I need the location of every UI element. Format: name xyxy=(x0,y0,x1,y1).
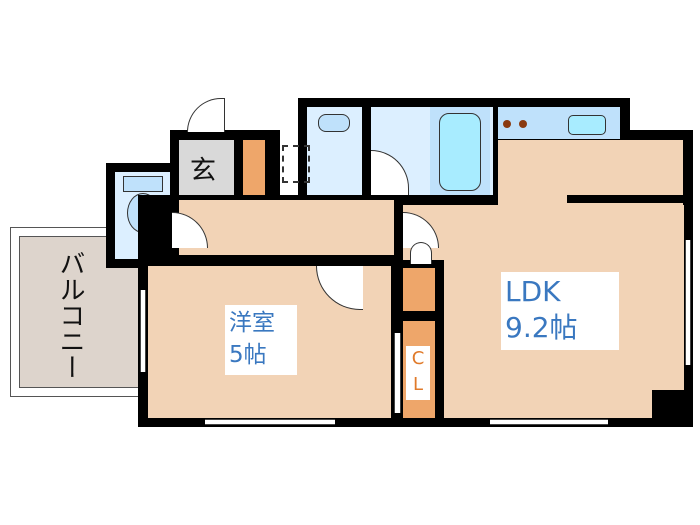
shoe-storage xyxy=(243,140,265,195)
western-room-size: 5帖 xyxy=(229,342,267,368)
western-room-window-left[interactable] xyxy=(140,290,146,372)
ldk-name: LDK xyxy=(505,275,561,308)
balcony-label: バルコニー xyxy=(55,250,85,380)
western-room-name: 洋室 xyxy=(229,310,275,336)
wash-basin xyxy=(318,114,350,132)
ldk-label: LDK 9.2帖 xyxy=(501,272,619,350)
kitchen-partition xyxy=(567,195,684,203)
pillar xyxy=(652,390,692,425)
entrance xyxy=(179,140,234,200)
storage-upper xyxy=(403,268,435,311)
entrance-door[interactable] xyxy=(187,98,225,132)
bathtub xyxy=(439,113,481,191)
western-room-window-bottom[interactable] xyxy=(205,419,335,425)
ldk-size: 9.2帖 xyxy=(505,311,578,344)
ldk-window-bottom[interactable] xyxy=(490,419,608,425)
storage-door[interactable] xyxy=(410,242,432,264)
washing-machine-space xyxy=(282,145,310,183)
closet-door[interactable] xyxy=(394,333,401,413)
ldk-window-right[interactable] xyxy=(685,240,691,365)
toilet-tank xyxy=(123,176,163,192)
entrance-label: 玄 xyxy=(190,156,217,186)
kitchen-sink xyxy=(568,115,606,135)
closet-label: C L xyxy=(406,346,430,400)
stove-burner-1 xyxy=(503,120,511,128)
hallway xyxy=(179,200,394,255)
stove-burner-2 xyxy=(519,120,527,128)
western-room-label: 洋室 5帖 xyxy=(225,305,297,375)
